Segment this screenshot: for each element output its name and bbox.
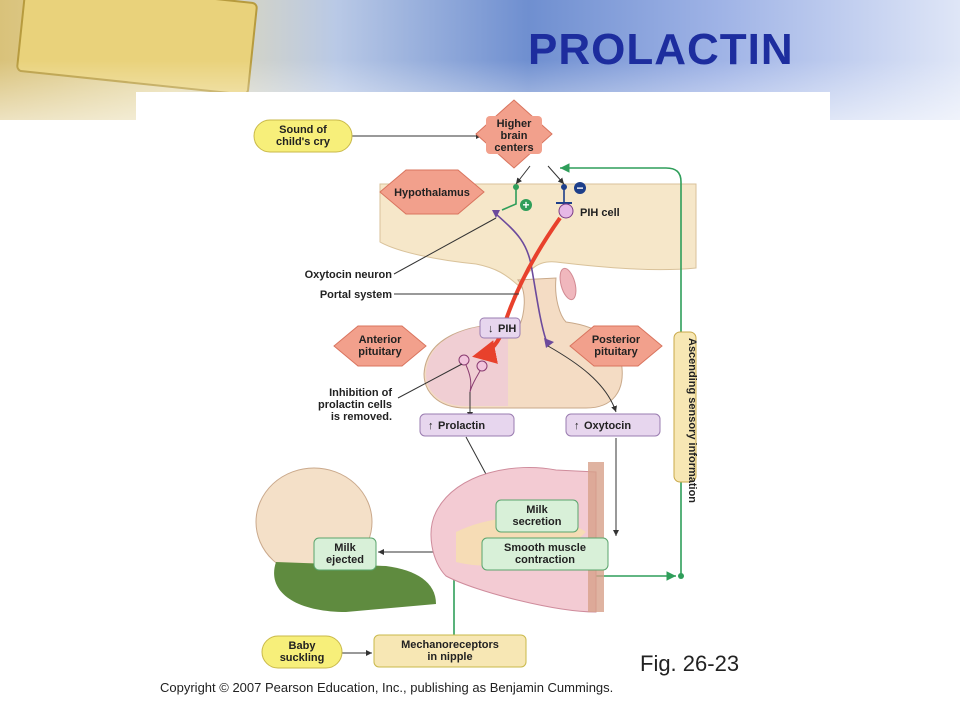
baby-clothes: [274, 562, 436, 612]
plus-sign: +: [522, 198, 529, 212]
oxytocin-neuron-axon: [495, 213, 547, 341]
ascending-label-box: Ascending sensory information: [673, 331, 698, 503]
hypothalamus-label: Hypothalamus: [394, 187, 470, 199]
suckling-line1: Baby: [289, 640, 317, 652]
prolactin-arrow-icon: ↑: [428, 420, 434, 432]
milk-ejected-line2: ejected: [326, 554, 364, 566]
figure-panel: + − PIH cell Higher brain centers Hypoth…: [136, 92, 830, 672]
higher-brain-line2: brain: [501, 130, 528, 142]
prolactin-diagram: + − PIH cell Higher brain centers Hypoth…: [253, 99, 698, 669]
sound-oval: Sound of child's cry: [253, 119, 353, 153]
slide-title: PROLACTIN: [528, 25, 794, 74]
anterior-line2: pituitary: [358, 346, 402, 358]
prolactin-box: ↑ Prolactin: [419, 413, 515, 437]
pih-arrow-icon: ↓: [488, 323, 494, 335]
higher-brain-diamond: Higher brain centers: [475, 99, 553, 169]
pih-cell: [558, 203, 574, 219]
milk-secretion-line1: Milk: [526, 504, 548, 516]
pointer-inhibition: [397, 363, 463, 399]
oxytocin-terminal: [544, 338, 554, 348]
figure-number: Fig. 26-23: [640, 651, 740, 676]
posterior-pituitary-diamond: Posterior pituitary: [569, 325, 663, 367]
portal-vessel: [559, 267, 577, 301]
sound-line2: child's cry: [276, 136, 331, 148]
inhibition-line1: Inhibition of: [329, 387, 392, 399]
prolactin-cell: [476, 360, 488, 372]
ascending-pathway: [560, 163, 682, 578]
suckling-line2: suckling: [280, 652, 325, 664]
smooth-muscle-box: Smooth muscle contraction: [481, 537, 609, 571]
pih-cell-label: PIH cell: [580, 207, 620, 219]
higher-brain-line3: centers: [494, 142, 533, 154]
oxytocin-label: Oxytocin: [584, 420, 631, 432]
anterior-line1: Anterior: [359, 334, 403, 346]
mechanoreceptors-box: Mechanoreceptors in nipple: [373, 634, 527, 668]
pointer-oxytocin: [393, 217, 497, 275]
arrow-to-oxytocin: [547, 345, 617, 413]
milk-secretion-line2: secretion: [513, 516, 562, 528]
smooth-muscle-line1: Smooth muscle: [504, 542, 586, 554]
prolactin-cell: [458, 354, 470, 366]
minus-icon: [574, 182, 586, 194]
oxytocin-box: ↑ Oxytocin: [565, 413, 661, 437]
pih-box: ↓ PIH: [479, 317, 521, 339]
portal-system-label: Portal system: [320, 289, 392, 301]
baby-suckling-oval: Baby suckling: [261, 635, 343, 669]
pih-label: PIH: [498, 323, 516, 335]
mechano-line1: Mechanoreceptors: [401, 639, 499, 651]
posterior-line2: pituitary: [594, 346, 638, 358]
plus-icon: [520, 199, 532, 211]
chest-wall: [588, 462, 604, 612]
milk-ejected-box: Milk ejected: [313, 537, 377, 571]
oxytocin-arrow-icon: ↑: [574, 420, 580, 432]
prolactin-label: Prolactin: [438, 420, 485, 432]
mechano-line2: in nipple: [427, 651, 472, 663]
arrow-brain-to-minus: [547, 165, 565, 185]
oxytocin-neuron-label: Oxytocin neuron: [305, 269, 393, 281]
posterior-line1: Posterior: [592, 334, 641, 346]
ascending-label: Ascending sensory information: [686, 338, 698, 503]
minus-sign: −: [576, 181, 583, 195]
milk-secretion-box: Milk secretion: [495, 499, 579, 533]
smooth-muscle-line2: contraction: [515, 554, 575, 566]
green-stimulus: [501, 187, 517, 211]
sound-line1: Sound of: [279, 124, 327, 136]
copyright-text: Copyright © 2007 Pearson Education, Inc.…: [160, 680, 614, 695]
inhibition-line3: is removed.: [331, 411, 392, 423]
higher-brain-line1: Higher: [497, 118, 533, 130]
arrow-brain-to-plus: [515, 165, 531, 185]
hypothalamus-diamond: Hypothalamus: [379, 169, 485, 215]
milk-ejected-line1: Milk: [334, 542, 356, 554]
anterior-pituitary-diamond: Anterior pituitary: [333, 325, 427, 367]
inhibition-line2: prolactin cells: [318, 399, 392, 411]
